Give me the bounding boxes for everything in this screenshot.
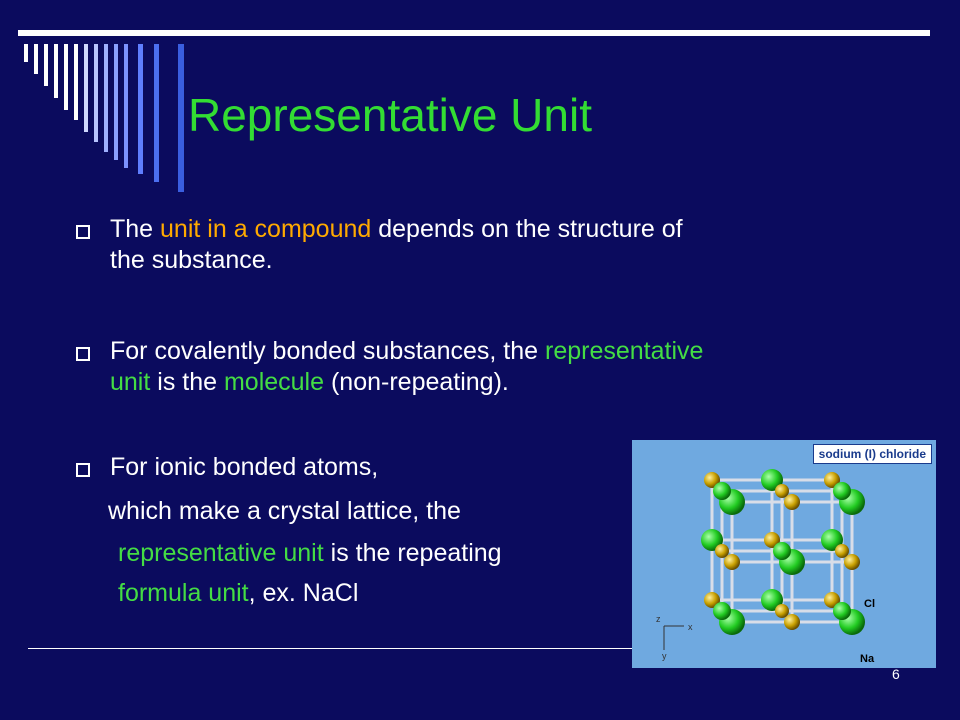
bullet-3-line-3: representative unit is the repeating (118, 539, 502, 567)
highlight-unit: unit (110, 368, 151, 396)
highlight-formula-unit: formula unit (118, 579, 249, 607)
bullet-3-line-4: formula unit, ex. NaCl (118, 579, 359, 607)
nacl-lattice-image: x y z sodium (I) chloride Cl Na (632, 440, 936, 668)
bullet-3-line-2: which make a crystal lattice, the (108, 497, 461, 525)
page-number: 6 (892, 666, 900, 682)
crystal-lattice-drawing: x y z (656, 469, 865, 661)
decorative-bars (24, 44, 184, 192)
highlight-unit-in-compound: unit in a compound (160, 215, 372, 243)
atoms (701, 469, 865, 635)
highlight-representative-unit: representative unit (118, 539, 324, 567)
axis-indicator (663, 625, 684, 650)
highlight-representative: representative (545, 337, 704, 365)
slide-title: Representative Unit (188, 89, 592, 141)
axis-x-label: x (688, 622, 693, 632)
highlight-molecule: molecule (223, 368, 325, 396)
figure-caption: sodium (I) chloride (812, 444, 932, 464)
square-bullet-icon (76, 463, 90, 477)
square-bullet-icon (76, 225, 90, 239)
axis-y-label: y (662, 651, 667, 661)
square-bullet-icon (76, 347, 90, 361)
label-na: Na (860, 653, 875, 665)
axis-z-label: z (656, 614, 661, 624)
top-rule (18, 30, 930, 36)
bottom-rule (28, 648, 636, 649)
label-cl: Cl (864, 598, 875, 610)
